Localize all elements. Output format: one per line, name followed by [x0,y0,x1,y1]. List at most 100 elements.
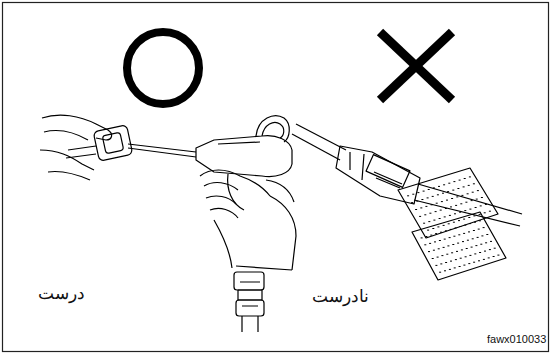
texture-dot [486,234,488,235]
texture-dot [416,201,418,202]
texture-dot [453,236,455,237]
texture-dot [428,189,430,190]
texture-dot [484,251,486,252]
texture-dot [439,272,441,273]
texture-dot [469,255,471,256]
texture-dot [457,243,459,244]
texture-dot [446,254,448,255]
texture-dot [489,211,491,212]
texture-dot [483,259,485,260]
texture-dot [477,237,479,238]
texture-dot [474,253,476,254]
texture-dot [420,207,422,208]
texture-dot [412,194,414,195]
texture-dot [476,199,478,200]
texture-dot [459,226,461,227]
texture-dot [469,176,471,177]
texture-dot [464,178,466,179]
texture-dot [480,244,482,245]
texture-dot [454,267,456,268]
texture-dot [435,211,437,212]
texture-dot [441,201,443,202]
texture-dot [459,266,461,267]
texture-dot [471,200,473,201]
texture-dot [439,218,441,219]
texture-dot [449,237,451,238]
texture-dot [427,230,429,231]
texture-dot [456,251,458,252]
texture-dot [473,183,475,184]
texture-dot [445,208,447,209]
texture-dot [435,233,437,234]
texture-dot [466,248,468,249]
texture-dot [455,205,457,206]
wrong-mark [380,32,452,100]
texture-dot [455,259,457,260]
texture-dot [488,257,490,258]
texture-dot [471,247,473,248]
texture-dot [463,186,465,187]
texture-dot [475,245,477,246]
texture-dot [443,247,445,248]
texture-dot [479,220,481,221]
texture-dot [483,227,485,228]
texture-dot [425,206,427,207]
texture-dot [431,204,433,205]
texture-dot [477,190,479,191]
texture-dot [460,258,462,259]
caption-text: درست [38,283,85,303]
texture-dot [425,236,427,237]
texture-dot [452,190,454,191]
texture-dot [497,255,499,256]
texture-dot [440,232,442,233]
texture-dot [447,245,449,246]
texture-dot [430,235,432,236]
texture-dot [427,197,429,198]
texture-dot [440,263,442,264]
texture-dot [456,196,458,197]
texture-dot [434,241,436,242]
texture-dot [455,227,457,228]
texture-dot [437,226,439,227]
texture-dot [432,258,434,259]
texture-dot [429,243,431,244]
texture-dot [472,192,474,193]
texture-dot [481,197,483,198]
correct-mark [127,32,199,104]
texture-dot [469,223,471,224]
texture-dot [461,249,463,250]
texture-dot [433,220,435,221]
texture-dot [462,241,464,242]
texture-dot [478,229,480,230]
texture-dot [480,205,482,206]
texture-dot [444,270,446,271]
texture-dot [467,193,469,194]
texture-dot [446,200,448,201]
texture-dot [423,223,425,224]
texture-dot [443,184,445,185]
texture-dot [452,244,454,245]
texture-dot [436,203,438,204]
texture-dot [458,220,460,221]
texture-dot [442,193,444,194]
texture-dot [464,210,466,211]
texture-dot [481,235,483,236]
cloth-texture [407,176,499,272]
texture-dot [448,183,450,184]
texture-dot [473,230,475,231]
texture-dot [435,265,437,266]
figure-code: fawx010033 [487,333,546,345]
texture-dot [485,204,487,205]
texture-dot [433,187,435,188]
texture-dot [457,188,459,189]
texture-dot [473,262,475,263]
texture-dot [411,202,413,203]
texture-dot [489,249,491,250]
texture-dot [445,262,447,263]
caption-text: نادرست [312,286,369,306]
texture-dot [467,240,469,241]
texture-dot [417,192,419,193]
texture-dot [479,214,481,215]
texture-dot [485,242,487,243]
